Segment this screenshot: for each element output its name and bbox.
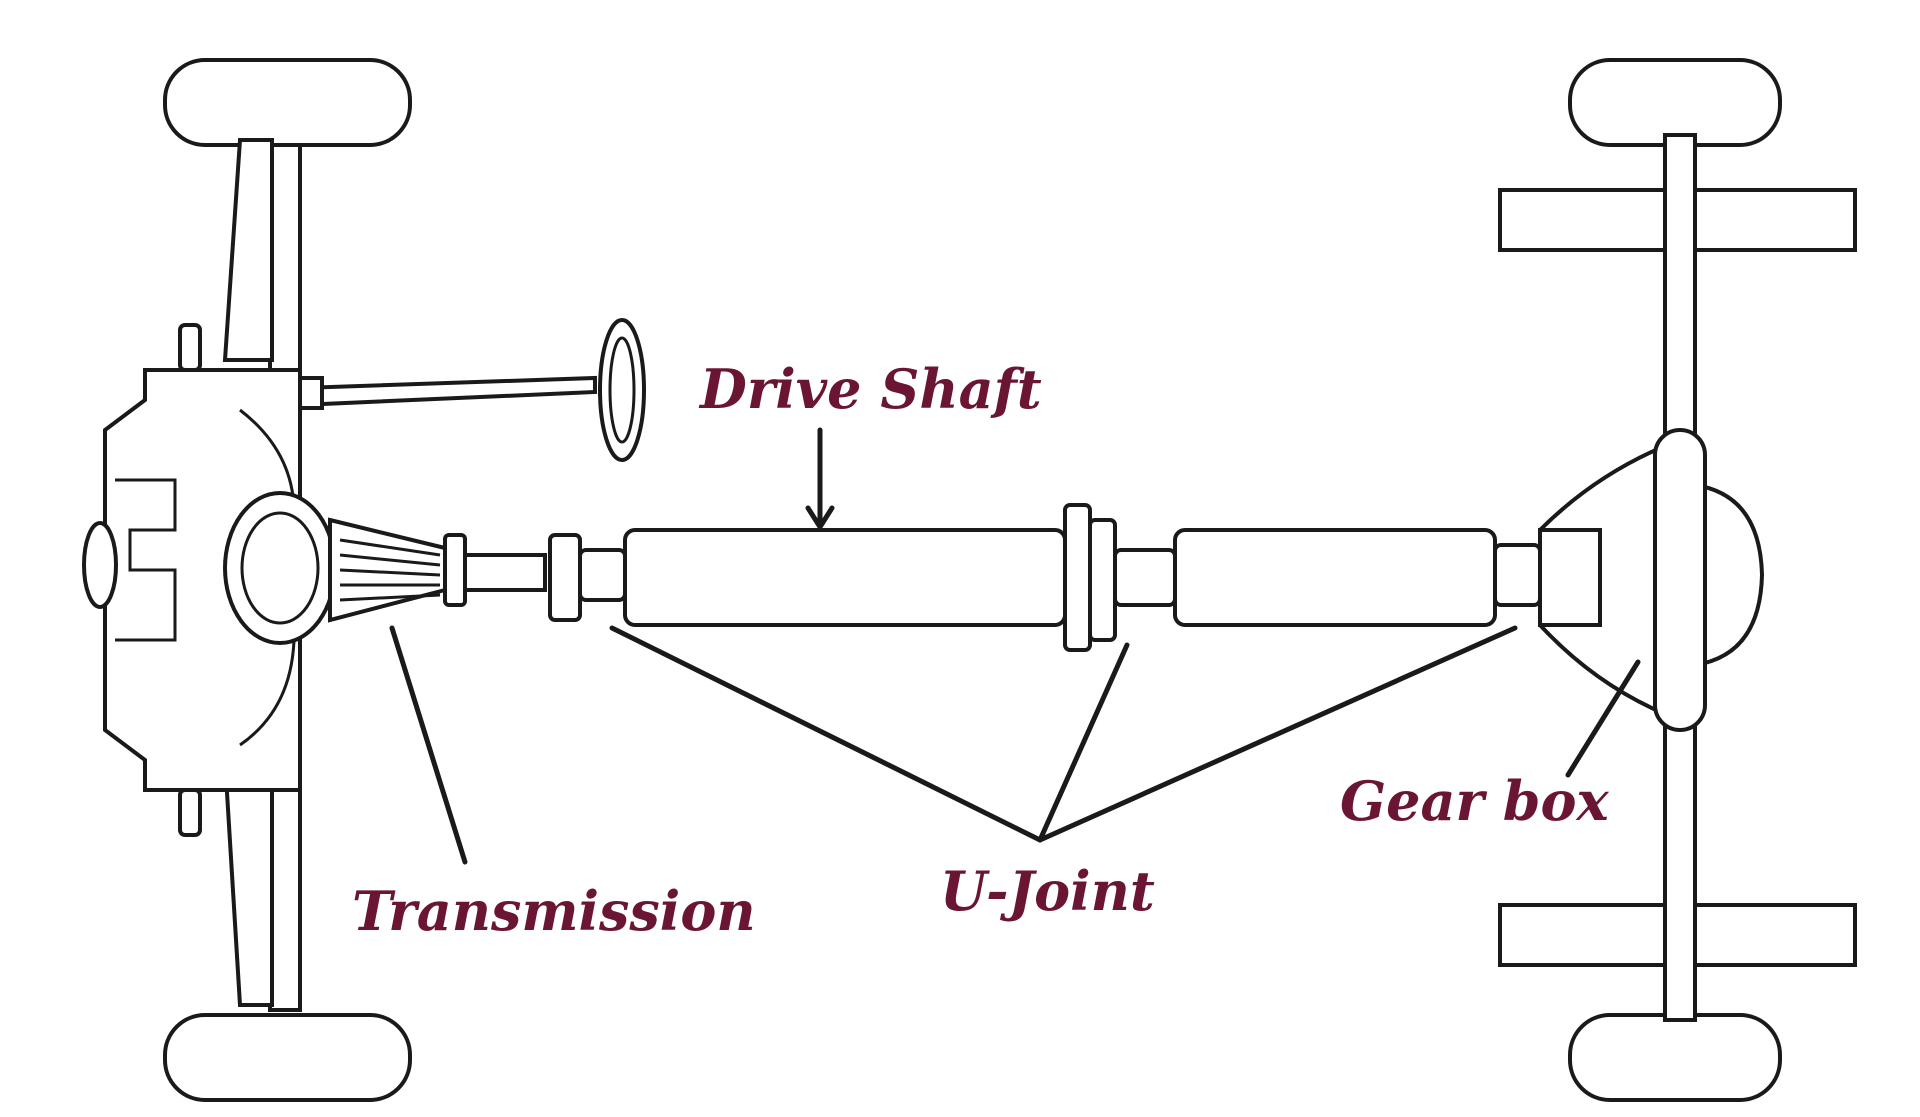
drive-shaft-arrowhead: [805, 505, 835, 532]
engine-fins: [115, 478, 177, 642]
output-shaft: [463, 553, 547, 592]
u-joint-leader-3: [1037, 625, 1518, 843]
u-joint-3-cross: [1493, 543, 1542, 607]
u-joint-1-cross: [578, 548, 627, 602]
rear-drive-shaft: [1173, 528, 1497, 627]
steering-assembly: [298, 318, 646, 462]
rear-left-wheel: [1568, 58, 1782, 147]
differential-cover: [1693, 482, 1765, 668]
stud-top: [178, 323, 202, 372]
u-joint-leader-2: [1037, 642, 1130, 843]
gear-box-leader: [1565, 659, 1641, 778]
transmission-flange: [443, 533, 467, 607]
lower-support: [222, 758, 274, 1007]
stud-bottom: [178, 788, 202, 837]
transmission-ribs: [339, 538, 441, 602]
gear-box-label: Gear box: [1340, 769, 1609, 833]
u-joint-2-cross: [1113, 548, 1177, 607]
transmission-label: Transmission: [352, 879, 756, 943]
center-flange-right: [1088, 518, 1117, 642]
engine-nose: [82, 521, 118, 609]
steering-wheel-inner: [608, 336, 636, 444]
steering-wheel: [598, 318, 646, 462]
drive-shaft-assembly: [548, 503, 1542, 652]
upper-support: [222, 138, 274, 362]
steering-column: [298, 375, 597, 408]
rear-axle-assembly: [1498, 58, 1857, 1102]
center-flange-left: [1063, 503, 1092, 652]
u-joint-label: U-Joint: [940, 859, 1155, 923]
front-right-wheel: [163, 1013, 412, 1102]
transmission-housing-inner: [240, 511, 320, 625]
steering-column-collar: [298, 376, 324, 410]
u-joint-1-yoke: [548, 533, 582, 622]
main-drive-shaft: [623, 528, 1067, 627]
front-left-wheel: [163, 58, 412, 147]
transmission-leader: [389, 625, 468, 865]
rear-right-wheel: [1568, 1013, 1782, 1102]
front-axle-assembly: [82, 58, 547, 1102]
drive-shaft-label: Drive Shaft: [698, 357, 1042, 421]
differential-center: [1653, 428, 1707, 732]
u-joint-leader-1: [609, 625, 1043, 843]
labels: Drive Shaft Transmission U-Joint Gear bo…: [352, 357, 1609, 943]
leader-lines: [389, 427, 1641, 865]
gearbox-input: [1538, 528, 1602, 627]
